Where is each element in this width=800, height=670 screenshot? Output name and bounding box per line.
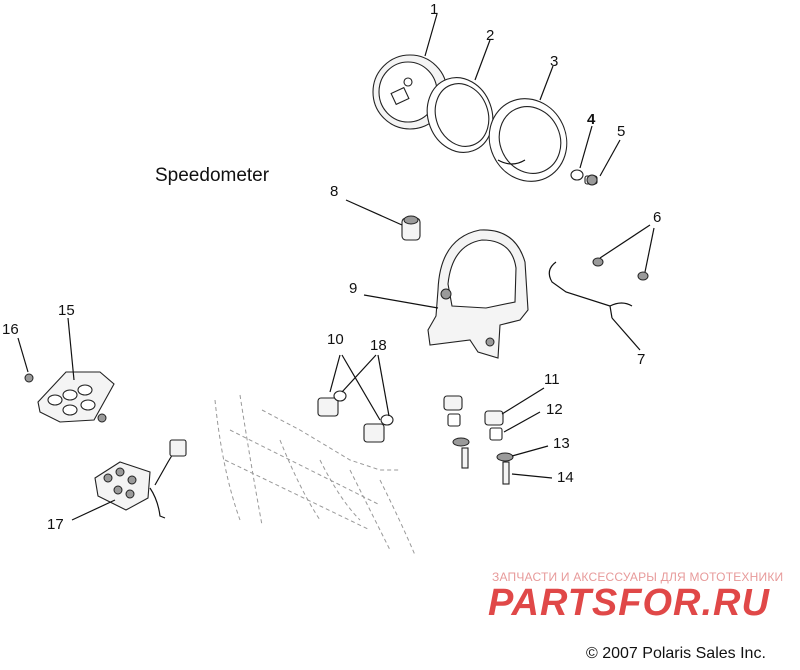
callout-8: 8 [330, 183, 339, 200]
callout-7: 7 [637, 351, 646, 368]
callout-1: 1 [430, 1, 439, 18]
watermark-logo: PARTSFOR.RU [488, 582, 770, 624]
callout-4: 4 [587, 111, 596, 128]
nut-6b [637, 271, 649, 281]
bezel-ring [426, 77, 494, 153]
gauge-housing [488, 98, 568, 182]
watermark-tagline: ЗАПЧАСТИ И АКСЕССУАРЫ ДЛЯ МОТОТЕХНИКИ [492, 570, 784, 584]
screw-5 [584, 174, 598, 186]
washer-4 [570, 169, 584, 181]
hardware-stack-left [443, 395, 470, 469]
callout-13: 13 [553, 435, 570, 452]
isolator-10a [317, 390, 347, 417]
callout-11: 11 [544, 371, 560, 388]
callout-17: 17 [47, 516, 64, 533]
mounting-bracket [427, 229, 529, 359]
screw-16b [97, 413, 107, 423]
wire-clip [548, 261, 633, 319]
switch-connector [94, 439, 187, 519]
diagram-title: Speedometer [155, 165, 270, 186]
leader-lines [17, 13, 655, 521]
copyright-text: © 2007 Polaris Sales Inc. [586, 645, 766, 662]
ghost-outline [214, 394, 416, 556]
screw-16 [24, 373, 34, 383]
callout-15: 15 [58, 302, 75, 319]
hardware-stack-right [484, 410, 514, 485]
callout-6: 6 [653, 209, 662, 226]
callout-16: 16 [2, 321, 19, 338]
callout-9: 9 [349, 280, 358, 297]
callout-12: 12 [546, 401, 563, 418]
grommet-8 [401, 215, 421, 241]
callout-14: 14 [557, 469, 574, 486]
callout-10: 10 [327, 331, 344, 348]
nut-6a [592, 257, 604, 267]
callout-18: 18 [370, 337, 387, 354]
cover-plate [37, 371, 115, 423]
callout-2: 2 [486, 27, 495, 44]
isolator-10b [363, 414, 394, 443]
callout-3: 3 [550, 53, 559, 70]
callout-5: 5 [617, 123, 626, 140]
